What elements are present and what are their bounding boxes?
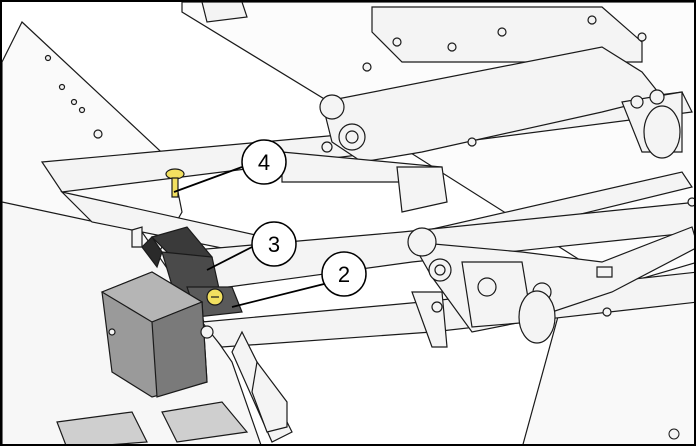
lower-linkage [407, 197, 694, 348]
upper-linkage [281, 46, 683, 213]
callout-2: 2 [321, 251, 367, 297]
screw-item-2 [206, 288, 224, 306]
sensor-module [100, 271, 214, 398]
vent-grills [56, 401, 249, 444]
callout-3: 3 [251, 221, 297, 267]
callout-3-label: 3 [268, 232, 280, 257]
callout-4-label: 4 [258, 150, 270, 175]
upper-frame [44, 2, 647, 139]
callout-2-label: 2 [338, 262, 350, 287]
leader-lines [173, 166, 325, 308]
callout-4: 4 [241, 139, 287, 185]
screw-item-4 [165, 168, 185, 198]
corner-screw [668, 428, 680, 440]
